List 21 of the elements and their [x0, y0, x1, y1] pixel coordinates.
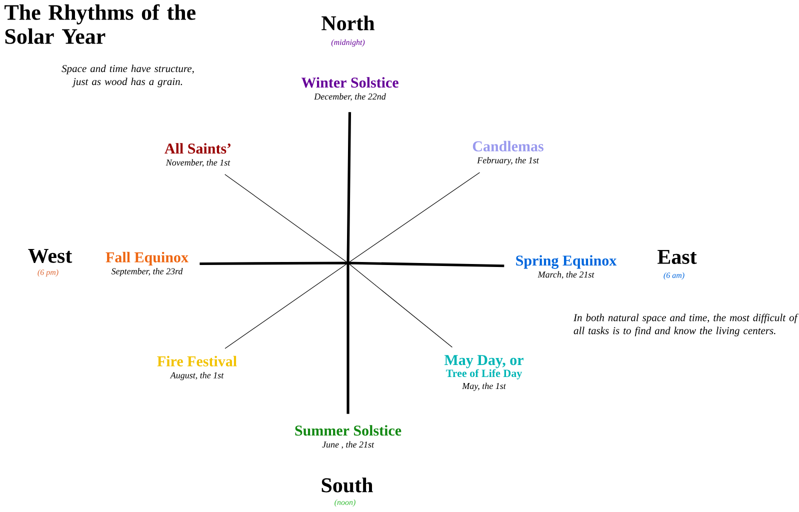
note-text: In both natural space and time, the most difficult of all tasks is to find and know the living centers. [573, 314, 798, 336]
time-label: (6 pm) [38, 269, 58, 277]
festival-label: Fall Equinox September, the 23rd [106, 252, 188, 276]
festival-label: Summer Solstice June , the 21st [295, 425, 402, 449]
festival-label: Winter Solstice December, the 22nd [301, 77, 398, 101]
compass-direction: North [322, 16, 374, 30]
axis-line [200, 262, 504, 268]
festival-label: Candlemas February, the 1st [472, 140, 544, 166]
festival-label: All Saints’ November, the 1st [164, 143, 230, 167]
title: The Rhythms of the Solar Year [4, 4, 196, 44]
festival-label: Spring Equinox March, the 21st [516, 255, 617, 279]
axis-line [346, 112, 352, 414]
compass-direction: South [322, 478, 373, 492]
festival-label: Fire Festival August, the 1st [157, 356, 237, 380]
compass-direction: West [28, 248, 72, 264]
note-text: Space and time have structure, just as wood has a grain. [62, 64, 194, 88]
compass-direction: East [658, 250, 697, 264]
time-label: (6 am) [664, 272, 684, 280]
festival-label: May Day, or Tree of Life Day May, the 1st [444, 355, 524, 391]
time-label: (noon) [334, 499, 356, 507]
time-label: (midnight) [331, 39, 365, 47]
